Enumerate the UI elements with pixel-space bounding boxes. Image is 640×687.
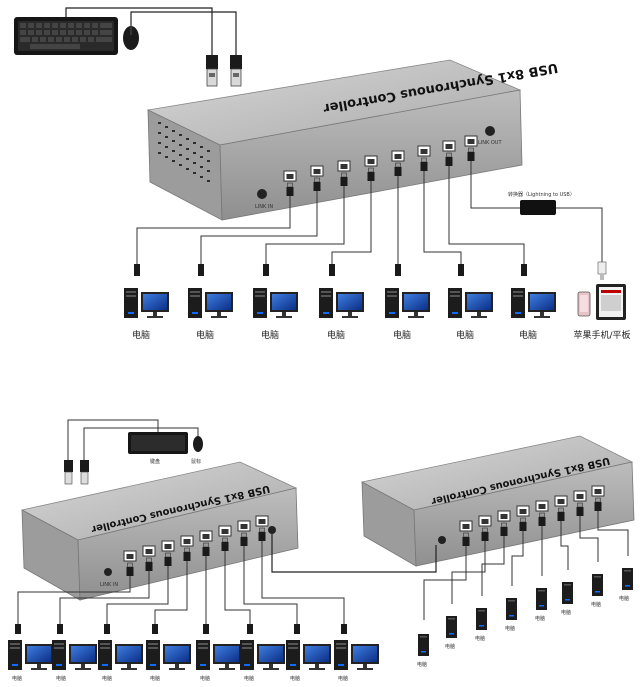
usb-plug-mouse bbox=[230, 55, 242, 87]
svg-text:电脑: 电脑 bbox=[535, 615, 545, 622]
svg-text:电脑: 电脑 bbox=[417, 661, 427, 668]
computer-icon-1-3 bbox=[253, 288, 298, 318]
pc-plugs-1 bbox=[134, 264, 527, 276]
sync-controller-device-3: USB 8x1 Synchronous Controller bbox=[360, 435, 635, 567]
svg-text:电脑: 电脑 bbox=[327, 329, 345, 341]
computer-icon-2-8 bbox=[334, 640, 379, 670]
computer-icon-1-5 bbox=[385, 288, 430, 318]
computer-labels-1: 电脑 电脑 电脑 电脑 电脑 电脑 电脑 bbox=[132, 329, 537, 341]
computer-icon-3-2 bbox=[446, 616, 457, 638]
svg-text:电脑: 电脑 bbox=[591, 601, 601, 608]
computer-icon-1-7 bbox=[511, 288, 556, 318]
keyboard-cable bbox=[65, 7, 213, 55]
mouse-cable-2 bbox=[83, 427, 199, 460]
pc-cables-1 bbox=[136, 161, 603, 264]
pc-plugs-2 bbox=[15, 624, 347, 634]
adapter-label: 转换器（Lightning to USB） bbox=[508, 191, 575, 198]
computer-icon-1-1 bbox=[124, 288, 169, 318]
computer-icon-2-2 bbox=[52, 640, 97, 670]
computer-icon-2-7 bbox=[286, 640, 331, 670]
svg-text:电脑: 电脑 bbox=[519, 329, 537, 341]
svg-text:电脑: 电脑 bbox=[150, 675, 160, 682]
pc-cables-2 bbox=[17, 541, 345, 624]
computer-labels-3: 电脑 电脑 电脑 电脑 电脑 电脑 电脑 电脑 bbox=[417, 595, 629, 668]
svg-text:电脑: 电脑 bbox=[619, 595, 629, 602]
computer-icon-2-5 bbox=[196, 640, 241, 670]
keyboard-label: 键盘 bbox=[150, 458, 160, 465]
svg-text:电脑: 电脑 bbox=[244, 675, 254, 682]
usb-plugs-2 bbox=[64, 460, 89, 485]
link-in-label-1: LINK IN bbox=[255, 204, 273, 210]
svg-text:电脑: 电脑 bbox=[56, 675, 66, 682]
lightning-plug-icon bbox=[597, 261, 607, 280]
computer-icon-3-3 bbox=[476, 608, 487, 630]
computer-icon-3-8 bbox=[622, 568, 633, 590]
computer-icon-1-4 bbox=[319, 288, 364, 318]
pc-cables-3 bbox=[423, 511, 629, 620]
svg-text:电脑: 电脑 bbox=[196, 329, 214, 341]
computer-icon-2-6 bbox=[240, 640, 285, 670]
link-cable bbox=[271, 534, 437, 573]
svg-text:电脑: 电脑 bbox=[456, 329, 474, 341]
svg-text:电脑: 电脑 bbox=[290, 675, 300, 682]
svg-text:电脑: 电脑 bbox=[445, 643, 455, 650]
computer-icon-2-3 bbox=[98, 640, 143, 670]
svg-text:电脑: 电脑 bbox=[261, 329, 279, 341]
svg-text:电脑: 电脑 bbox=[12, 675, 22, 682]
computer-icon-2-1 bbox=[8, 640, 53, 670]
computer-icon-1-2 bbox=[188, 288, 233, 318]
phone-tablet-icon bbox=[577, 284, 626, 320]
adapter-icon bbox=[520, 200, 556, 215]
svg-text:电脑: 电脑 bbox=[338, 675, 348, 682]
phone-label: 苹果手机/平板 bbox=[573, 329, 630, 341]
link-in-label-2: LINK IN bbox=[100, 582, 118, 588]
keyboard-icon bbox=[14, 17, 118, 55]
svg-text:电脑: 电脑 bbox=[132, 329, 150, 341]
computer-icon-1-6 bbox=[448, 288, 493, 318]
computer-icon-3-5 bbox=[536, 588, 547, 610]
keyboard-icon-2 bbox=[128, 432, 188, 454]
keyboard-cable-2 bbox=[67, 419, 159, 460]
svg-text:电脑: 电脑 bbox=[102, 675, 112, 682]
computer-icon-3-6 bbox=[562, 582, 573, 604]
mouse-icon bbox=[123, 26, 139, 50]
mouse-label: 鼠标 bbox=[191, 458, 201, 465]
computer-labels-2: 电脑 电脑 电脑 电脑 电脑 电脑 电脑 电脑 bbox=[12, 675, 348, 682]
mouse-icon-2 bbox=[193, 436, 203, 452]
computer-icon-3-1 bbox=[418, 634, 429, 656]
usb-plug-keyboard bbox=[206, 55, 218, 87]
link-out-label-1: LINK OUT bbox=[478, 140, 502, 146]
svg-text:电脑: 电脑 bbox=[561, 609, 571, 616]
mouse-cable bbox=[130, 11, 237, 55]
computer-icon-3-7 bbox=[592, 574, 603, 596]
computer-icon-3-4 bbox=[506, 598, 517, 620]
svg-text:电脑: 电脑 bbox=[505, 625, 515, 632]
computer-icon-2-4 bbox=[146, 640, 191, 670]
svg-text:电脑: 电脑 bbox=[200, 675, 210, 682]
svg-text:电脑: 电脑 bbox=[475, 635, 485, 642]
svg-text:电脑: 电脑 bbox=[393, 329, 411, 341]
sync-controller-device-2: USB 8x1 Synchronous Controller LINK IN bbox=[20, 461, 299, 601]
computer-icons-3 bbox=[418, 568, 633, 656]
sync-controller-device-1: USB 8x1 Synchronous Controller LINK IN L… bbox=[146, 59, 559, 221]
